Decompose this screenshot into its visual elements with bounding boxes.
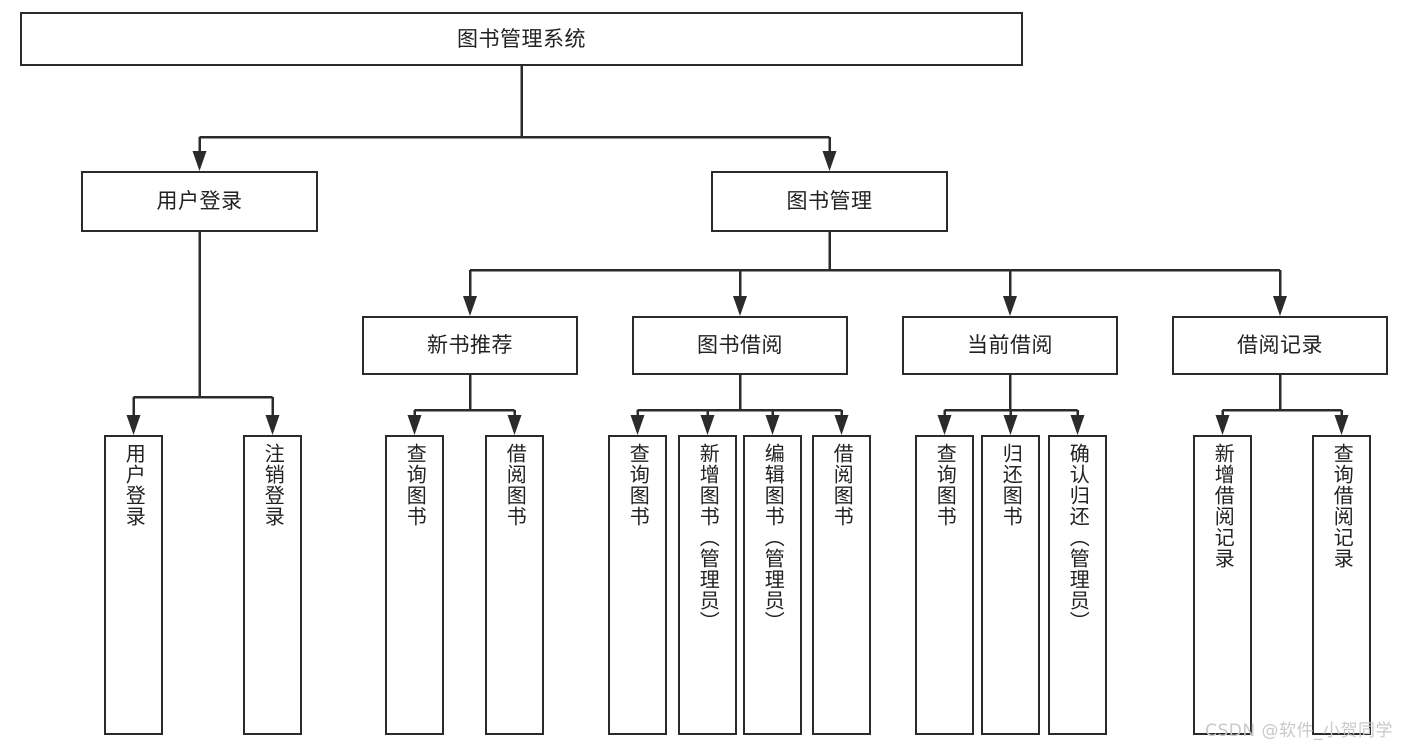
leaf-node[interactable]: 新增借阅记录	[1193, 435, 1252, 735]
node-label: 借阅记录	[1237, 333, 1323, 358]
leaf-node[interactable]: 用户登录	[104, 435, 163, 735]
branch-node[interactable]: 图书管理	[711, 171, 948, 232]
leaf-node[interactable]: 查询图书	[915, 435, 974, 735]
branch-node[interactable]: 当前借阅	[902, 316, 1118, 375]
node-label: 查询图书	[626, 443, 651, 527]
branch-node[interactable]: 图书借阅	[632, 316, 848, 375]
root-node[interactable]: 图书管理系统	[20, 12, 1023, 66]
node-label: 新增图书（管理员）	[696, 443, 721, 632]
node-label: 查询借阅记录	[1330, 443, 1355, 569]
leaf-node[interactable]: 注销登录	[243, 435, 302, 735]
node-label: 归还图书	[999, 443, 1024, 527]
node-label: 借阅图书	[830, 443, 855, 527]
leaf-node[interactable]: 查询借阅记录	[1312, 435, 1371, 735]
node-label: 当前借阅	[967, 333, 1053, 358]
branch-node[interactable]: 借阅记录	[1172, 316, 1388, 375]
leaf-node[interactable]: 借阅图书	[485, 435, 544, 735]
node-label: 借阅图书	[503, 443, 528, 527]
node-label: 图书借阅	[697, 333, 783, 358]
branch-node[interactable]: 新书推荐	[362, 316, 578, 375]
leaf-node[interactable]: 归还图书	[981, 435, 1040, 735]
node-label: 编辑图书（管理员）	[761, 443, 786, 632]
node-label: 新书推荐	[427, 333, 513, 358]
node-label: 确认归还（管理员）	[1066, 443, 1091, 632]
branch-node[interactable]: 用户登录	[81, 171, 318, 232]
node-label: 图书管理	[786, 189, 873, 214]
node-label: 查询图书	[403, 443, 428, 527]
leaf-node[interactable]: 编辑图书（管理员）	[743, 435, 802, 735]
node-label: 用户登录	[122, 443, 147, 527]
node-label: 图书管理系统	[457, 26, 586, 51]
node-label: 用户登录	[156, 189, 243, 214]
leaf-node[interactable]: 借阅图书	[812, 435, 871, 735]
node-label: 查询图书	[933, 443, 958, 527]
leaf-node[interactable]: 新增图书（管理员）	[678, 435, 737, 735]
leaf-node[interactable]: 查询图书	[608, 435, 667, 735]
node-label: 注销登录	[261, 443, 286, 527]
leaf-node[interactable]: 查询图书	[385, 435, 444, 735]
node-label: 新增借阅记录	[1211, 443, 1236, 569]
leaf-node[interactable]: 确认归还（管理员）	[1048, 435, 1107, 735]
